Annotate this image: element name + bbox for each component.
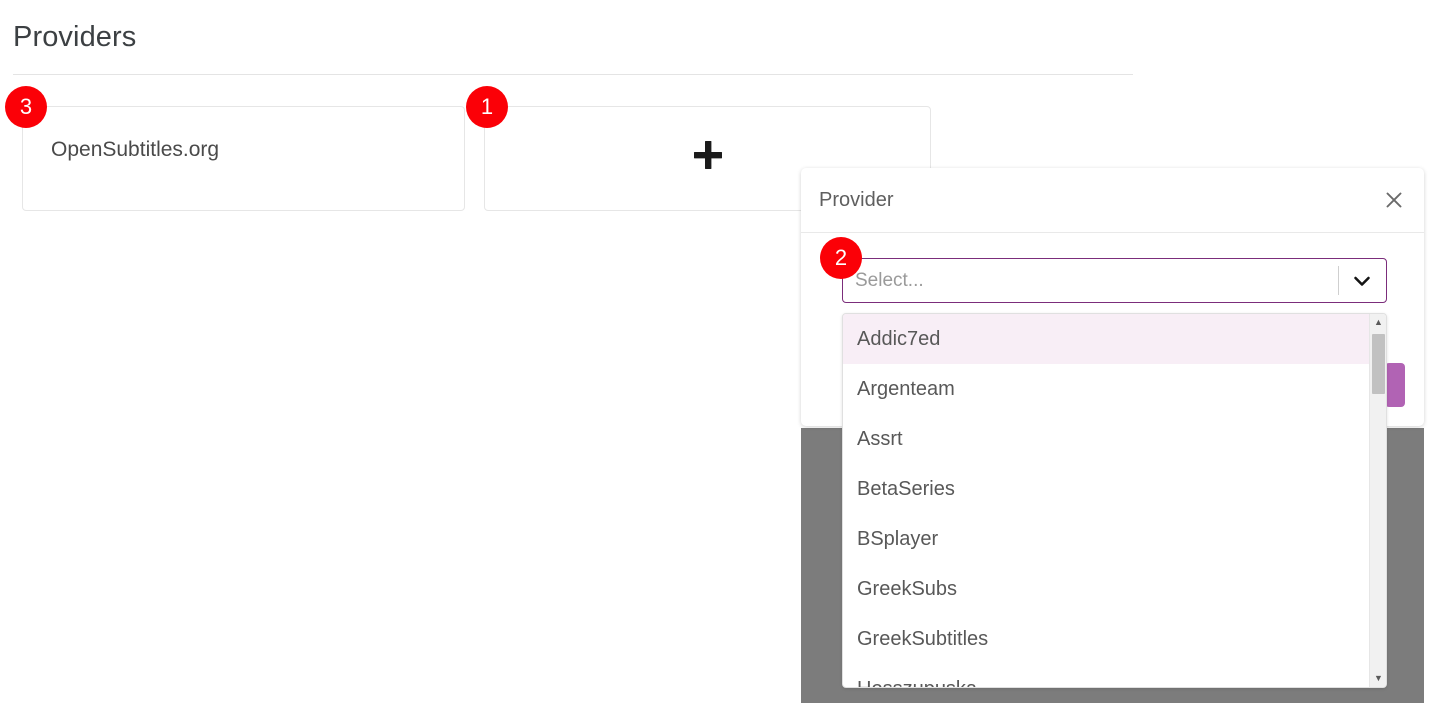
select-separator [1338, 266, 1339, 295]
provider-select-placeholder: Select... [855, 269, 924, 291]
provider-select[interactable]: Select... [842, 258, 1387, 303]
save-button[interactable] [1385, 363, 1405, 407]
provider-options-menu: Addic7ed Argenteam Assrt BetaSeries BSpl… [842, 313, 1387, 688]
annotation-badge-2: 2 [820, 237, 862, 279]
annotation-badge-3: 3 [5, 86, 47, 128]
list-item[interactable]: BetaSeries [857, 478, 955, 500]
page-header-divider [13, 74, 1133, 75]
scrollbar-thumb[interactable] [1372, 334, 1385, 394]
list-item[interactable]: Assrt [857, 428, 903, 450]
chevron-down-icon-glyph [1354, 276, 1370, 286]
options-scrollbar[interactable]: ▲ ▼ [1369, 314, 1386, 687]
close-icon-glyph [1386, 192, 1402, 208]
close-icon[interactable] [1380, 186, 1408, 214]
list-item[interactable]: GreekSubs [857, 578, 958, 600]
provider-options-list: Addic7ed Argenteam Assrt BetaSeries BSpl… [843, 314, 1371, 687]
provider-card-opensubtitles[interactable]: OpenSubtitles.org [22, 106, 465, 211]
chevron-down-icon[interactable] [1348, 267, 1376, 295]
scroll-up-icon[interactable]: ▲ [1374, 317, 1383, 327]
plus-icon [693, 140, 722, 169]
add-provider-plus-wrap [485, 107, 930, 210]
add-provider-card[interactable] [484, 106, 931, 211]
scroll-down-icon[interactable]: ▼ [1374, 673, 1383, 683]
provider-card-label: OpenSubtitles.org [51, 138, 220, 161]
dialog-header: Provider [801, 168, 1424, 233]
annotation-badge-1: 1 [466, 86, 508, 128]
dialog-title: Provider [819, 189, 894, 211]
list-item[interactable]: GreekSubtitles [857, 628, 989, 650]
list-item[interactable]: Argenteam [857, 378, 955, 400]
list-item[interactable]: Addic7ed [843, 314, 1371, 364]
page-title: Providers [13, 21, 137, 53]
list-item[interactable]: Hosszupuska [843, 664, 1371, 687]
list-item[interactable]: BSplayer [857, 528, 939, 550]
